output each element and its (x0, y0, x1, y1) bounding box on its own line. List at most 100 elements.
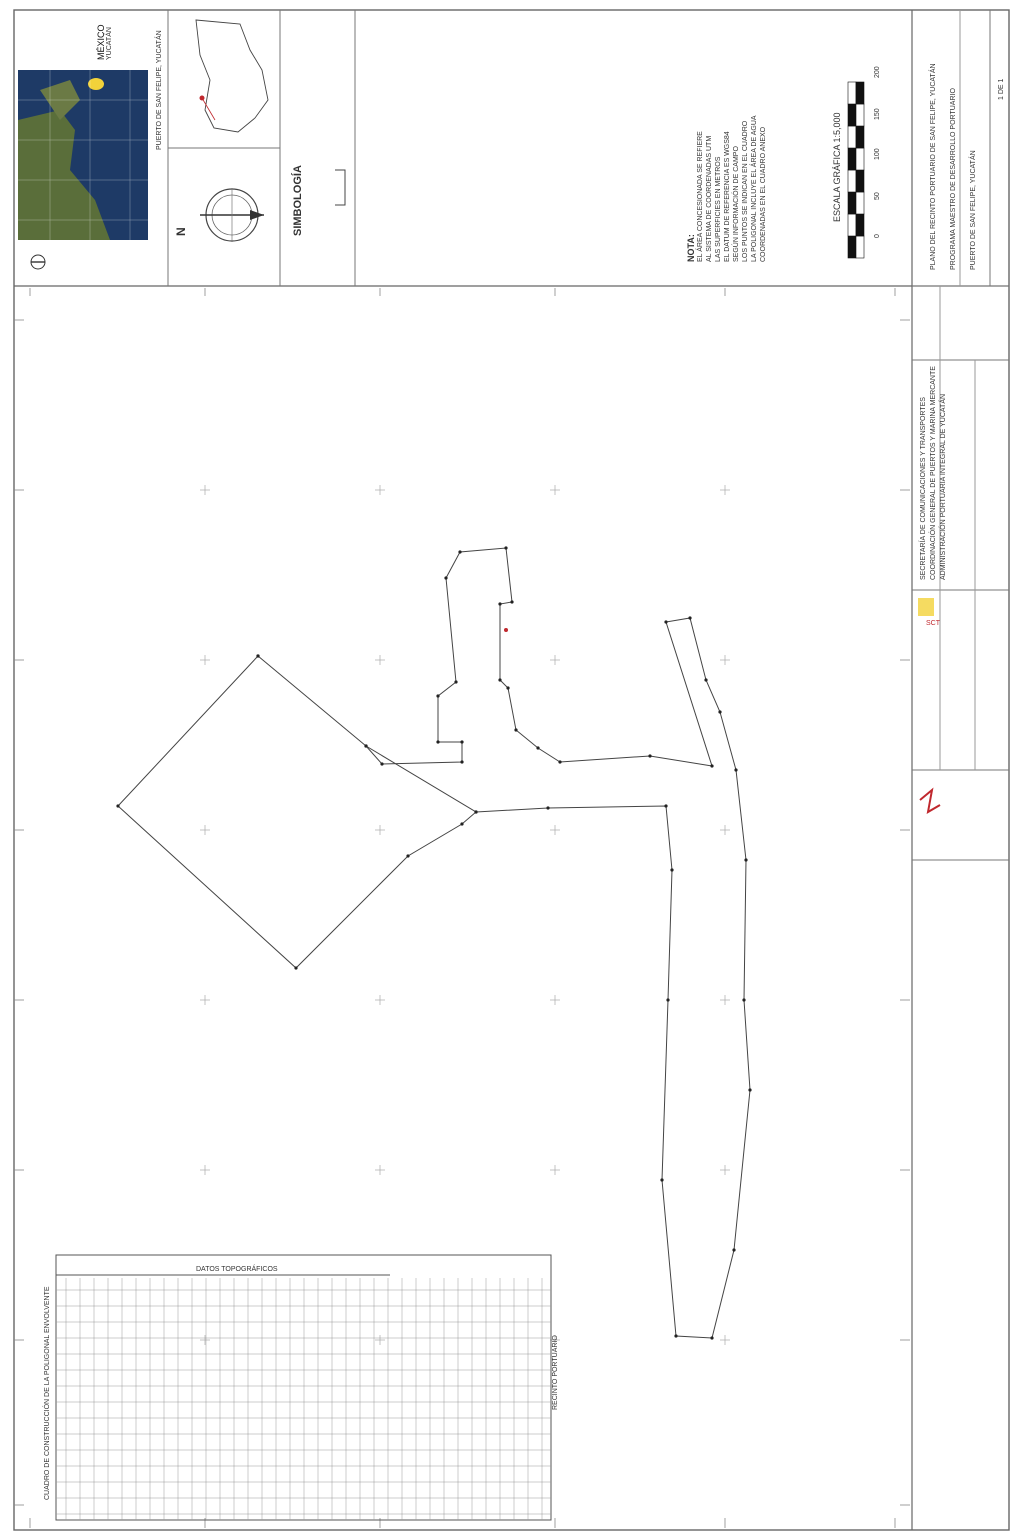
vertex-marker (436, 694, 440, 698)
vertex-marker (674, 1334, 678, 1338)
nota-line: LA POLIGONAL INCLUYE EL ÁREA DE AGUA (751, 115, 758, 262)
nota-line: EL DATUM DE REFERENCIA ES WGS84 (724, 131, 731, 262)
agency-line: COORDINACIÓN GENERAL DE PUERTOS Y MARINA… (930, 366, 937, 580)
vertex-marker (506, 686, 510, 690)
vertex-marker (648, 754, 652, 758)
nota-line: LAS SUPERFICIES EN METROS (715, 156, 722, 262)
nota-line: AL SISTEMA DE COORDENADAS UTM (706, 135, 713, 262)
symbology-title: SIMBOLOGÍA (292, 165, 304, 236)
vertex-marker (460, 822, 464, 826)
title-block-line2: PROGRAMA MAESTRO DE DESARROLLO PORTUARIO (950, 88, 957, 270)
api-logo-icon (919, 787, 941, 814)
vertex-marker (474, 810, 478, 814)
scale-label: ESCALA GRÁFICA 1:5,000 (832, 112, 842, 222)
vertex-marker (734, 768, 738, 772)
vertex-marker (732, 1248, 736, 1252)
vertex-marker (710, 764, 714, 768)
vertex-marker (664, 804, 668, 808)
vertex-marker (294, 966, 298, 970)
agency-line: SECRETARÍA DE COMUNICACIONES Y TRANSPORT… (920, 397, 927, 580)
vertex-marker (256, 654, 260, 658)
title-block-line1: PLANO DEL RECINTO PORTUARIO DE SAN FELIP… (930, 63, 937, 270)
vertex-marker (436, 740, 440, 744)
vertex-marker (460, 740, 464, 744)
nota-line: LOS PUNTOS SE INDICAN EN EL CUADRO (742, 120, 749, 262)
scale-segment (855, 125, 865, 149)
vertex-marker (704, 678, 708, 682)
vertex-marker (406, 854, 410, 858)
sct-logo-icon: SCT (918, 598, 941, 627)
coordinate-table (55, 1254, 552, 1521)
port-boundary-polygons (116, 546, 752, 1340)
coord-table-header: DATOS TOPOGRÁFICOS (196, 1266, 278, 1273)
inset-country-label: MÉXICO (96, 24, 106, 60)
scale-segment (847, 81, 857, 105)
coordinate-table-grid (56, 1278, 551, 1520)
state-inset-map (195, 19, 269, 133)
inset-place-label: PUERTO DE SAN FELIPE, YUCATÁN (156, 30, 163, 150)
vertex-marker (454, 680, 458, 684)
title-block-line3: PUERTO DE SAN FELIPE, YUCATÁN (970, 150, 977, 270)
vertex-marker (670, 868, 674, 872)
scale-mark: 0 (874, 234, 881, 238)
vertex-marker (364, 744, 368, 748)
nota-line: COORDENADAS EN EL CUADRO ANEXO (760, 126, 767, 262)
vertex-marker (458, 550, 462, 554)
sheet-number: 1 DE 1 (998, 78, 1005, 100)
scale-segment (847, 103, 857, 127)
scale-mark: 50 (874, 192, 881, 200)
graphic-scale-bar (847, 81, 865, 259)
scale-segment (855, 235, 865, 259)
vertex-marker (718, 710, 722, 714)
vertex-marker (510, 600, 514, 604)
vertex-marker (742, 998, 746, 1002)
coord-table-title: CUADRO DE CONSTRUCCIÓN DE LA POLIGONAL E… (44, 1286, 51, 1500)
vertex-marker (536, 746, 540, 750)
vertex-marker (444, 576, 448, 580)
vertex-marker (688, 616, 692, 620)
vertex-marker (116, 804, 120, 808)
scale-segment (855, 169, 865, 193)
vertex-marker (664, 620, 668, 624)
compass-small-icon (30, 254, 46, 270)
coordinate-grid (14, 288, 910, 1528)
vertex-marker (546, 806, 550, 810)
nota-line: EL ÁREA CONCESIONADA SE REFIERE (697, 131, 704, 262)
scale-mark: 200 (874, 66, 881, 78)
agency-line: ADMINISTRACIÓN PORTUARIA INTEGRAL DE YUC… (940, 393, 947, 580)
table-area-label: RECINTO PORTUARIO (552, 1335, 559, 1410)
location-inset-map (18, 70, 148, 240)
scale-segment (855, 103, 865, 127)
scale-segment (847, 235, 857, 259)
vertex-marker (380, 762, 384, 766)
vertex-marker (460, 760, 464, 764)
vertex-marker (498, 602, 502, 606)
vertex-marker (558, 760, 562, 764)
vertex-marker (744, 858, 748, 862)
scale-segment (855, 213, 865, 237)
vertex-marker (514, 728, 518, 732)
nota-line: SEGÚN INFORMACIÓN DE CAMPO (733, 146, 740, 262)
north-letter: N (174, 227, 188, 236)
vertex-marker (748, 1088, 752, 1092)
scale-segment (847, 125, 857, 149)
scale-segment (847, 169, 857, 193)
reference-point-marker (504, 628, 508, 632)
inset-state-label: YUCATÁN (106, 27, 113, 60)
symbology-boundary-symbol (335, 169, 346, 206)
vertex-marker (498, 678, 502, 682)
highlight-region (88, 78, 104, 90)
scale-mark: 100 (874, 148, 881, 160)
scale-segment (855, 81, 865, 105)
scale-segment (855, 147, 865, 171)
north-arrow-icon (200, 188, 264, 242)
scale-segment (847, 147, 857, 171)
vertex-marker (666, 998, 670, 1002)
svg-text:SCT: SCT (926, 620, 941, 627)
vertex-marker (660, 1178, 664, 1182)
nota-title: NOTA: (686, 234, 696, 262)
scale-segment (847, 213, 857, 237)
scale-segment (847, 191, 857, 215)
diamond-polygon (117, 655, 477, 969)
